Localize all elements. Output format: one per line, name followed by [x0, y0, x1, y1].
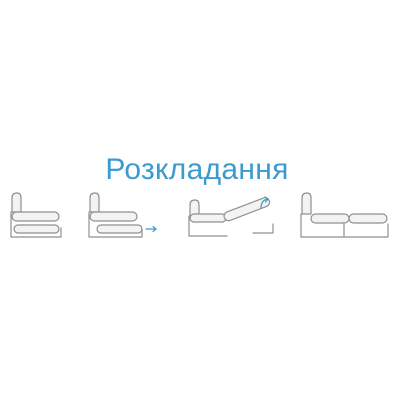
sofa-frame: [300, 213, 389, 238]
curved-up-arrow-icon: [260, 196, 269, 209]
right-arrow-icon: [145, 225, 157, 233]
sofa-seat: [89, 211, 138, 222]
page-title: Розкладання: [105, 153, 289, 186]
sofa-seat: [189, 213, 227, 223]
sofa-step-2-pulled: [88, 192, 143, 238]
sofa-unfolding-diagram: [10, 192, 389, 238]
sofa-backrest: [301, 192, 312, 215]
bed-right-cushion: [348, 213, 388, 224]
sofa-step-3-lowering: [188, 197, 274, 237]
sofa-backrest: [11, 192, 22, 213]
sofa-lifted-cushion: [223, 197, 271, 222]
sofa-backrest: [89, 192, 100, 213]
sofa-seat-cushion: [96, 224, 143, 234]
bed-left-cushion: [310, 213, 350, 224]
sofa-seat: [11, 211, 60, 222]
sofa-backrest: [189, 199, 200, 217]
sofa-step-1-folded: [10, 192, 62, 238]
sofa-step-4-unfolded: [300, 192, 389, 238]
sofa-frame: [188, 215, 228, 237]
sofa-frame-extension: [252, 223, 274, 234]
sofa-frame: [10, 211, 62, 238]
sofa-frame: [88, 211, 143, 238]
sofa-seat-cushion: [13, 224, 60, 234]
